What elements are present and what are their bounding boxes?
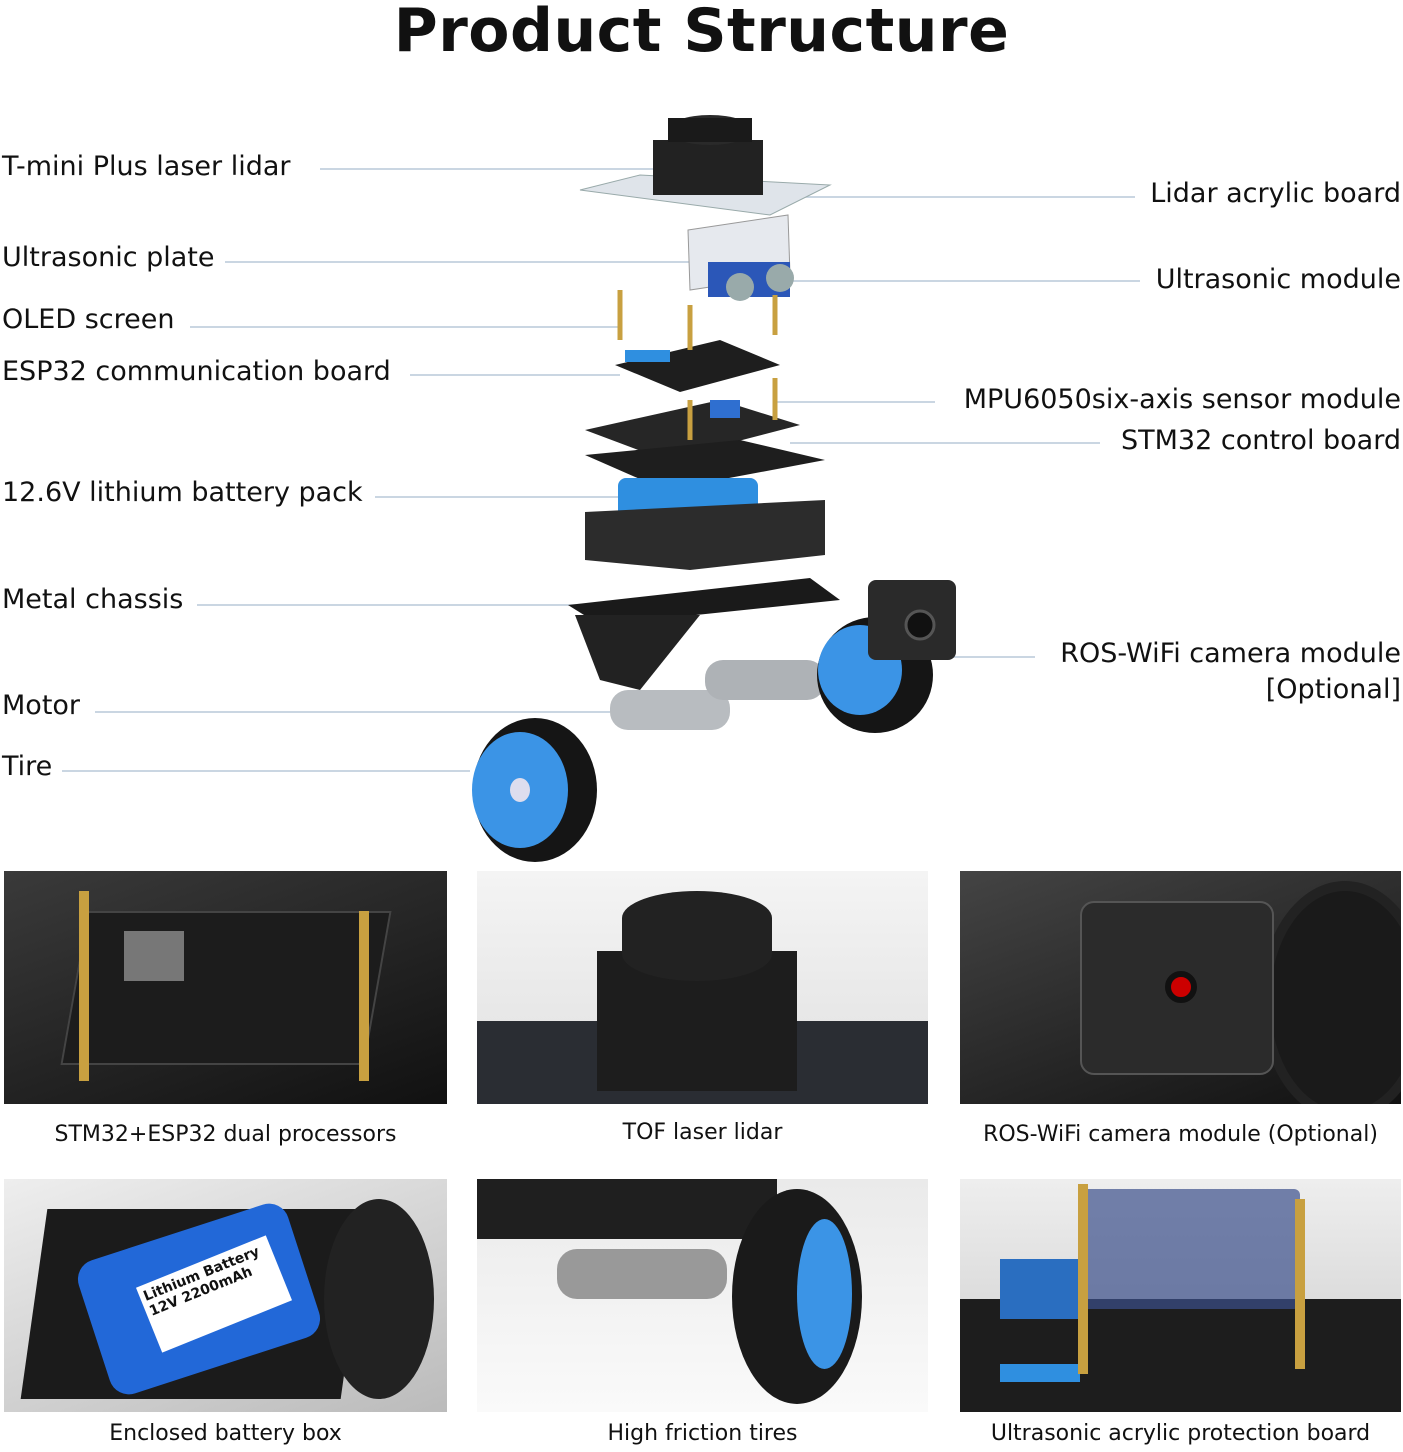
label-motor: Motor — [2, 690, 81, 721]
label-esp32-board: ESP32 communication board — [2, 356, 391, 387]
page-title: Product Structure — [393, 0, 1010, 66]
ultrasonic-shape — [687, 214, 794, 301]
caption-dual-processors: STM32+ESP32 dual processors — [54, 1122, 397, 1147]
photo-battery-box: Lithium Battery 12V 2200mAh — [4, 1179, 447, 1412]
label-mpu6050: MPU6050six-axis sensor module — [963, 384, 1401, 415]
label-metal-chassis: Metal chassis — [2, 584, 184, 615]
caption-battery-box: Enclosed battery box — [109, 1421, 342, 1446]
photo-tof-lidar — [477, 871, 928, 1104]
label-stm32-board: STM32 control board — [1120, 425, 1401, 456]
battery-box-shape — [585, 478, 825, 570]
caption-tof-lidar: TOF laser lidar — [622, 1120, 783, 1145]
exploded-product-diagram — [62, 115, 1140, 862]
chassis-shape — [568, 578, 840, 730]
label-camera-module: ROS-WiFi camera module — [1060, 638, 1401, 669]
label-lidar-acrylic-board: Lidar acrylic board — [1150, 178, 1401, 209]
photo-tires — [477, 1179, 928, 1412]
wheels-shape — [472, 580, 956, 862]
caption-acrylic-board: Ultrasonic acrylic protection board — [990, 1421, 1371, 1446]
photo-acrylic-board — [960, 1179, 1401, 1412]
label-optional: [Optional] — [1265, 674, 1401, 705]
label-tire: Tire — [2, 751, 53, 782]
label-ultrasonic-plate: Ultrasonic plate — [2, 242, 215, 273]
photo-camera-module — [960, 871, 1401, 1104]
label-ultrasonic-module: Ultrasonic module — [1155, 264, 1401, 295]
boards-shape — [585, 290, 825, 490]
label-battery-pack: 12.6V lithium battery pack — [2, 477, 363, 508]
caption-camera-module: ROS-WiFi camera module (Optional) — [983, 1122, 1378, 1147]
photo-dual-processors — [4, 871, 447, 1104]
caption-tires: High friction tires — [607, 1421, 798, 1446]
label-lidar: T-mini Plus laser lidar — [2, 151, 291, 182]
label-oled-screen: OLED screen — [2, 304, 175, 335]
lidar-shape — [579, 115, 832, 216]
leader-lines — [62, 168, 1140, 772]
